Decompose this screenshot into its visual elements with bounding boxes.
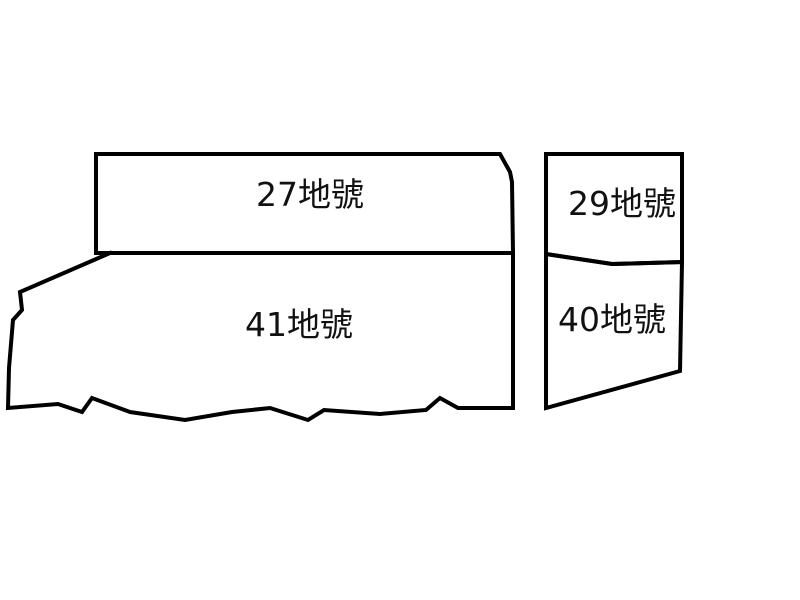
parcel-27-outline [94,152,516,255]
parcel-41-label: 41地號 [245,305,353,344]
parcel-40-outline [544,251,685,411]
parcel-29: 29地號 [544,152,684,267]
parcel-41-outline [5,250,515,423]
parcel-41: 41地號 [5,250,515,423]
parcel-27-label: 27地號 [256,175,364,214]
parcel-27: 27地號 [94,152,516,255]
parcel-29-label: 29地號 [568,184,676,223]
parcel-40-label: 40地號 [558,300,666,339]
parcel-40: 40地號 [544,251,685,411]
